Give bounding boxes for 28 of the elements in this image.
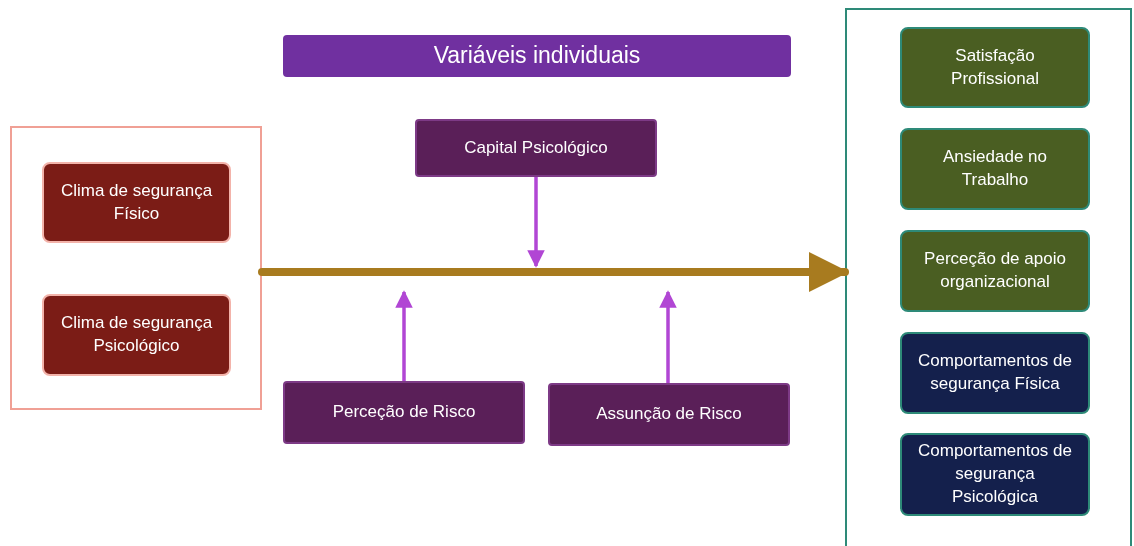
title-bar xyxy=(283,35,791,77)
node-label: Satisfação Profissional xyxy=(950,44,1040,90)
node-label: Comportamentos de segurança Psicológica xyxy=(917,440,1073,508)
node-label: Perceção de Risco xyxy=(332,401,476,424)
arrow xyxy=(659,290,677,383)
node-label: Variáveis individuais xyxy=(433,41,641,71)
node-label: Comportamentos de segurança Física xyxy=(917,350,1073,395)
arrow xyxy=(527,177,545,268)
outcome-box xyxy=(900,433,1090,516)
factor-box xyxy=(42,294,231,376)
outcome-box xyxy=(900,230,1090,312)
node-label: Assunção de Risco xyxy=(596,403,742,426)
process-box xyxy=(415,119,657,177)
node-label: Capital Psicológico xyxy=(464,136,608,159)
outcome-box xyxy=(900,128,1090,210)
group-frame xyxy=(845,8,1132,546)
arrow xyxy=(258,252,849,292)
arrow xyxy=(395,290,413,381)
factor-box xyxy=(42,162,231,243)
outcome-box xyxy=(900,332,1090,414)
group-frame xyxy=(10,126,262,410)
node-label: Clima de segurança Psicológico xyxy=(59,312,214,357)
process-box xyxy=(283,381,525,444)
outcome-box xyxy=(900,27,1090,108)
node-label: Perceção de apoio organizacional xyxy=(923,248,1067,293)
node-label: Ansiedade no Trabalho xyxy=(942,146,1048,191)
process-box xyxy=(548,383,790,446)
node-label: Clima de segurança Físico xyxy=(59,179,214,225)
